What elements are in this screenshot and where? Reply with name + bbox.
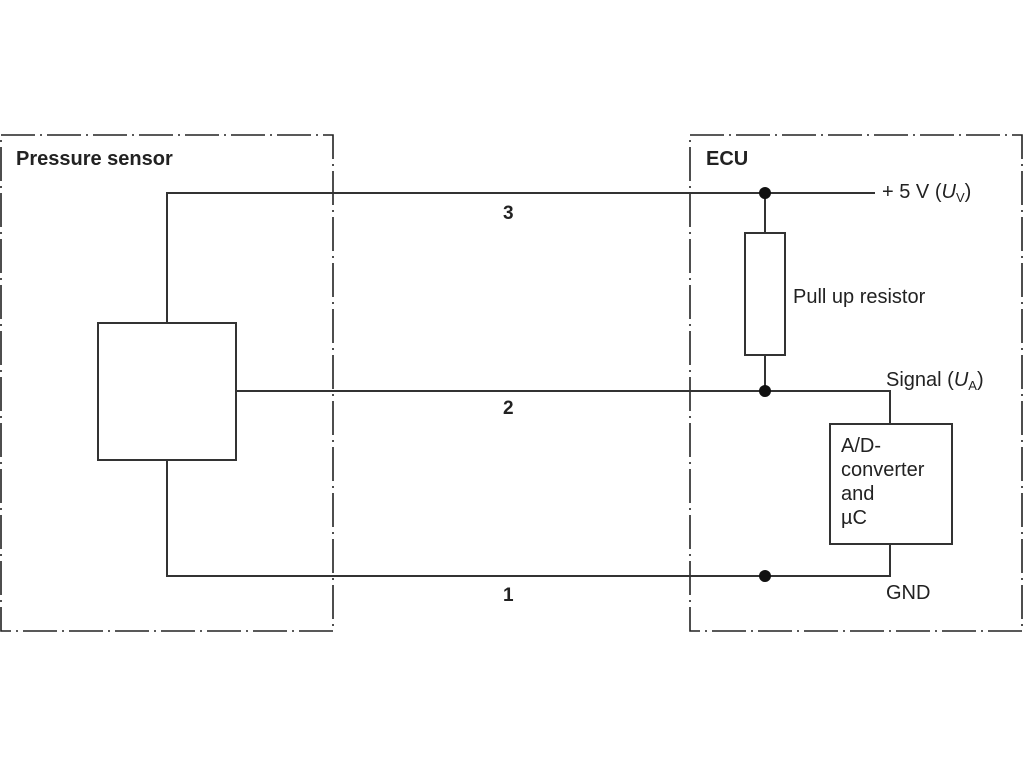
pressure-sensor-frame bbox=[0, 134, 334, 632]
signal-label: Signal (UA) bbox=[886, 369, 984, 393]
supply-voltage-label: + 5 V (UV) bbox=[882, 181, 971, 205]
adc-line: µC bbox=[841, 507, 867, 529]
ecu-title: ECU bbox=[706, 148, 749, 170]
supply-prefix: + 5 V ( bbox=[882, 181, 942, 203]
resistor-label: Pull up resistor bbox=[793, 286, 926, 308]
signal-suffix: ) bbox=[976, 369, 984, 391]
adc-label: A/D- converter and µC bbox=[841, 434, 924, 530]
sensor-element bbox=[97, 322, 237, 461]
pressure-sensor-title: Pressure sensor bbox=[16, 148, 173, 170]
supply-sub: V bbox=[955, 190, 965, 205]
wire-2 bbox=[236, 390, 891, 424]
wire-1 bbox=[166, 460, 891, 577]
junction-supply bbox=[759, 187, 771, 199]
adc-line: converter bbox=[841, 459, 925, 481]
wire-3 bbox=[166, 192, 875, 323]
signal-prefix: Signal ( bbox=[886, 369, 954, 391]
pull-up-resistor bbox=[744, 232, 786, 356]
supply-var: U bbox=[941, 181, 956, 203]
gnd-label: GND bbox=[886, 582, 931, 604]
junction-ground bbox=[759, 570, 771, 582]
supply-suffix: ) bbox=[964, 181, 972, 203]
junction-signal bbox=[759, 385, 771, 397]
wire-3-label: 3 bbox=[503, 203, 514, 224]
wire-1-label: 1 bbox=[503, 585, 514, 606]
signal-sub: A bbox=[968, 378, 977, 393]
adc-block bbox=[829, 423, 953, 545]
ecu-frame bbox=[689, 134, 1023, 632]
adc-line: A/D- bbox=[841, 435, 881, 457]
adc-line: and bbox=[841, 483, 875, 505]
signal-var: U bbox=[953, 369, 969, 391]
wire-2-label: 2 bbox=[503, 398, 514, 419]
